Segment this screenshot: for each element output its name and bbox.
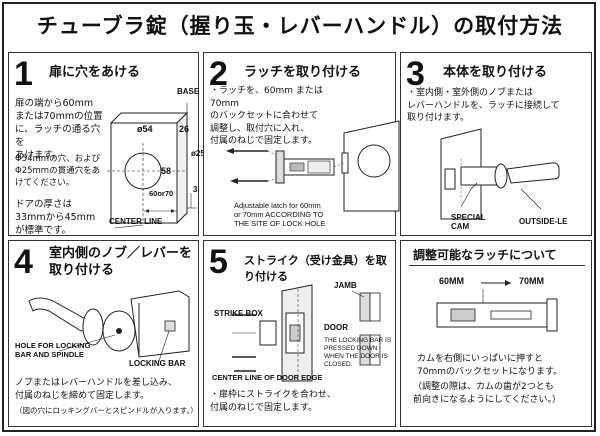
step-1-title: 扉に穴をあける (49, 65, 141, 80)
step-1-panel: 1 扉に穴をあける 扉の端から60mm または70mmの位置 に、ラッチの通る穴… (8, 52, 205, 237)
door-label: DOOR (324, 323, 348, 332)
step-2-note: ラッチを、60mm または 70mm のバックセットに合わせて 調整し、取付穴に… (210, 85, 350, 148)
inner-knob-diagram (28, 290, 190, 362)
step-1-note-1: 扉の端から60mm または70mmの位置 に、ラッチの通る穴を あけます。 (15, 97, 105, 162)
adjustable-latch-title: 調整可能なラッチについて (413, 248, 557, 262)
step-1-note-1-text: 扉の端から60mm または70mmの位置 に、ラッチの通る穴を あけます。 (15, 98, 103, 161)
title-underline (409, 265, 585, 266)
step-3-note-text: 室内側・室外側のノブまたは レバーハンドルを、ラッチに接続して 取り付けます。 (407, 87, 591, 125)
special-cam-label: SPECIAL CAM (451, 213, 486, 231)
step-1-note-3-text: ドアの厚さは 33mmから45mm が標準です。 (15, 199, 96, 236)
step-1-note-3: ドアの厚さは 33mmから45mm が標準です。 (15, 198, 105, 237)
step-4-note-small: （図の穴にロッキングバーとスピンドルが入ります。） (15, 406, 198, 415)
step-5-number: 5 (209, 243, 228, 281)
step-5-note: 扉枠にストライクを合わせ、 付属のねじで固定します。 (210, 389, 395, 415)
step-2-caption-text: Adjustable latch for 60mm or 70mm ACCORD… (234, 201, 326, 228)
strike-diagram (232, 284, 381, 382)
outside-lever-label: OUTSIDE-LE (519, 217, 568, 226)
step-5-title: ストライク（受け金具）を取り付ける (244, 254, 387, 283)
adjustable-latch-note-2: （調整の際は、カムの歯が2つとも 前向きになるようにしてください。） (413, 382, 561, 405)
step-2-number: 2 (209, 55, 228, 93)
latch-diagram (226, 120, 400, 212)
door-edge-center-line-label: CENTER LINE OF DOOR EDGE (212, 373, 323, 382)
adjustable-latch-note: カムを右側にいっぱいに押すと 70mmのバックセットになります。 (417, 354, 563, 377)
step-4-note: ノブまたはレバーハンドルを差し込み、 付属のねじを締めて固定します。 (15, 378, 177, 401)
step-4-panel: 4 室内側のノブ／レバーを 取り付ける HOLE FOR LOCKING BAR… (8, 240, 199, 427)
step-3-number: 3 (406, 55, 425, 93)
pressed-label: THE LOCKING BAR IS PRESSED DOWN WHEN THE… (324, 337, 392, 368)
dim-58-label: 58 (161, 166, 172, 176)
backset-70-label: 70MM (519, 276, 545, 286)
backset-60-label: 60MM (439, 276, 465, 286)
step-4-number: 4 (14, 243, 33, 281)
dim-25-label: ø25 (191, 149, 205, 158)
jamb-label: JAMB (334, 281, 357, 290)
document-frame (2, 2, 596, 432)
dim-60-70-label: 60or70 (149, 189, 174, 198)
step-1-number: 1 (14, 55, 33, 93)
step-1-note-2: Φ54mmの穴、および Φ25mmの貫通穴をあ けてください。 (15, 153, 105, 189)
hole-label: HOLE FOR LOCKING BAR AND SPINDLE (15, 341, 91, 359)
step-3-note: 室内側・室外側のノブまたは レバーハンドルを、ラッチに接続して 取り付けます。 (407, 87, 591, 125)
step-2-note-text: ラッチを、60mm または 70mm のバックセットに合わせて 調整し、取付穴に… (210, 85, 350, 148)
step-1-note-2-text: Φ54mmの穴、および Φ25mmの貫通穴をあ けてください。 (15, 154, 101, 188)
body-install-diagram (440, 128, 560, 220)
locking-bar-label: LOCKING BAR (129, 359, 186, 368)
center-line-label: CENTER LINE (109, 217, 163, 226)
dim-26-label: 26 (179, 124, 190, 134)
step-4-title: 室内側のノブ／レバーを 取り付ける (49, 246, 193, 278)
door-drilling-diagram (107, 103, 197, 229)
page-title: チューブラ錠（握り玉・レバーハンドル）の取付方法 (36, 14, 564, 38)
step-2-panel: 2 ラッチを取り付ける ラッチを、60mm または 70mm のバックセットに合… (203, 52, 400, 236)
dim-54-label: ø54 (137, 124, 153, 134)
strike-box-label: STRIKE BOX (214, 309, 263, 318)
base-label: BASE (177, 87, 200, 96)
step-5-panel: 5 ストライク（受け金具）を取り付ける JAMB STRIKE BOX DOOR… (203, 240, 396, 427)
adjustable-latch-diagram (436, 280, 558, 332)
dim-3-label: 3 (193, 185, 198, 194)
adjustable-latch-panel: 調整可能なラッチについて 60MM 70MM カムを右側にいっぱいに押すと 70… (400, 240, 592, 427)
step-3-title: 本体を取り付ける (443, 65, 548, 80)
step-3-panel: 3 本体を取り付ける 室内側・室外側のノブまたは レバーハンドルを、ラッチに接続… (400, 52, 592, 236)
step-2-title: ラッチを取り付ける (244, 65, 362, 80)
step-2-caption: Adjustable latch for 60mm or 70mm ACCORD… (234, 201, 384, 228)
step-5-note-text: 扉枠にストライクを合わせ、 付属のねじで固定します。 (210, 389, 395, 415)
